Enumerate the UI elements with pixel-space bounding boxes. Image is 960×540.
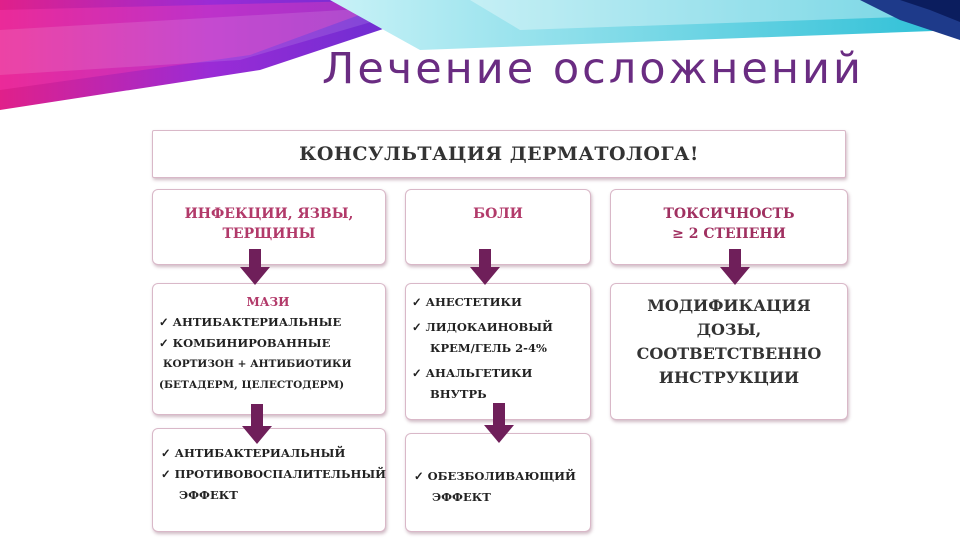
down-arrow-icon xyxy=(240,249,270,285)
down-arrow-icon xyxy=(470,249,500,285)
category-line: ТЕРЩИНЫ xyxy=(153,224,385,244)
category-line: ≥ 2 СТЕПЕНИ xyxy=(611,224,847,244)
header-box: КОНСУЛЬТАЦИЯ ДЕРМАТОЛОГА! xyxy=(152,130,846,178)
list-item-text: АНЕСТЕТИКИ xyxy=(426,295,522,309)
slide-title: Лечение осложнений xyxy=(322,44,942,94)
check-mark-icon: ✓ xyxy=(161,467,171,481)
down-arrow-icon xyxy=(484,403,514,443)
pain-treatment-box: ✓ АНЕСТЕТИКИ ✓ ЛИДОКАИНОВЫЙ КРЕМ/ГЕЛЬ 2-4%… xyxy=(405,283,591,420)
check-mark-icon: ✓ xyxy=(412,320,422,334)
dose-line: МОДИФИКАЦИЯ xyxy=(611,294,847,318)
check-mark-icon: ✓ xyxy=(414,469,424,483)
list-item-text: ПРОТИВОВОСПАЛИТЕЛЬНЫЙ xyxy=(175,467,386,481)
check-mark-icon: ✓ xyxy=(159,336,169,350)
note-line: КОРТИЗОН + АНТИБИОТИКИ xyxy=(159,354,377,375)
list-item: ✓ПРОТИВОВОСПАЛИТЕЛЬНЫЙ xyxy=(161,464,379,485)
dose-line: ДОЗЫ, xyxy=(611,318,847,342)
dose-line: СООТВЕТСТВЕННО xyxy=(611,342,847,366)
category-line: ИНФЕКЦИИ, ЯЗВЫ, xyxy=(153,204,385,224)
check-mark-icon: ✓ xyxy=(159,315,169,329)
list-item-text: АНТИБАКТЕРИАЛЬНЫЕ xyxy=(173,315,342,329)
note-line: (БЕТАДЕРМ, ЦЕЛЕСТОДЕРМ) xyxy=(159,375,377,396)
dose-line: ИНСТРУКЦИИ xyxy=(611,366,847,390)
category-line: ТОКСИЧНОСТЬ xyxy=(611,204,847,224)
list-item: ✓ АНАЛЬГЕТИКИ xyxy=(412,363,584,384)
check-mark-icon: ✓ xyxy=(412,295,422,309)
list-item: ✓ ОБЕЗБОЛИВАЮЩИЙ xyxy=(414,466,584,487)
ointments-title: МАЗИ xyxy=(159,292,377,312)
check-mark-icon: ✓ xyxy=(161,446,171,460)
list-item-text: АНАЛЬГЕТИКИ xyxy=(426,366,533,380)
list-item-text: ЛИДОКАИНОВЫЙ xyxy=(426,320,553,334)
list-item: ✓ АНТИБАКТЕРИАЛЬНЫЕ xyxy=(159,312,377,333)
dose-modification-box: МОДИФИКАЦИЯ ДОЗЫ, СООТВЕТСТВЕННО ИНСТРУК… xyxy=(610,283,848,420)
list-item-continuation: ВНУТРЬ xyxy=(412,384,584,405)
list-item: ✓ ЛИДОКАИНОВЫЙ xyxy=(412,317,584,338)
list-item: ✓ КОМБИНИРОВАННЫЕ xyxy=(159,333,377,354)
list-item-continuation: ЭФФЕКТ xyxy=(161,485,379,506)
treatment-diagram: КОНСУЛЬТАЦИЯ ДЕРМАТОЛОГА! ИНФЕКЦИИ, ЯЗВЫ… xyxy=(150,128,848,535)
down-arrow-icon xyxy=(720,249,750,285)
ointments-box: МАЗИ ✓ АНТИБАКТЕРИАЛЬНЫЕ ✓ КОМБИНИРОВАННЫЕ… xyxy=(152,283,386,415)
list-item: ✓ АНТИБАКТЕРИАЛЬНЫЙ xyxy=(161,443,379,464)
analgesic-effect-box: ✓ ОБЕЗБОЛИВАЮЩИЙ ЭФФЕКТ xyxy=(405,433,591,532)
check-mark-icon: ✓ xyxy=(412,366,422,380)
category-line: БОЛИ xyxy=(406,204,590,224)
list-item-text: АНТИБАКТЕРИАЛЬНЫЙ xyxy=(175,446,346,460)
list-item-text: ОБЕЗБОЛИВАЮЩИЙ xyxy=(428,469,576,483)
list-item: ✓ АНЕСТЕТИКИ xyxy=(412,292,584,313)
list-item-continuation: ЭФФЕКТ xyxy=(414,487,584,508)
list-item-continuation: КРЕМ/ГЕЛЬ 2-4% xyxy=(412,338,584,359)
down-arrow-icon xyxy=(242,404,272,444)
list-item-text: КОМБИНИРОВАННЫЕ xyxy=(173,336,331,350)
